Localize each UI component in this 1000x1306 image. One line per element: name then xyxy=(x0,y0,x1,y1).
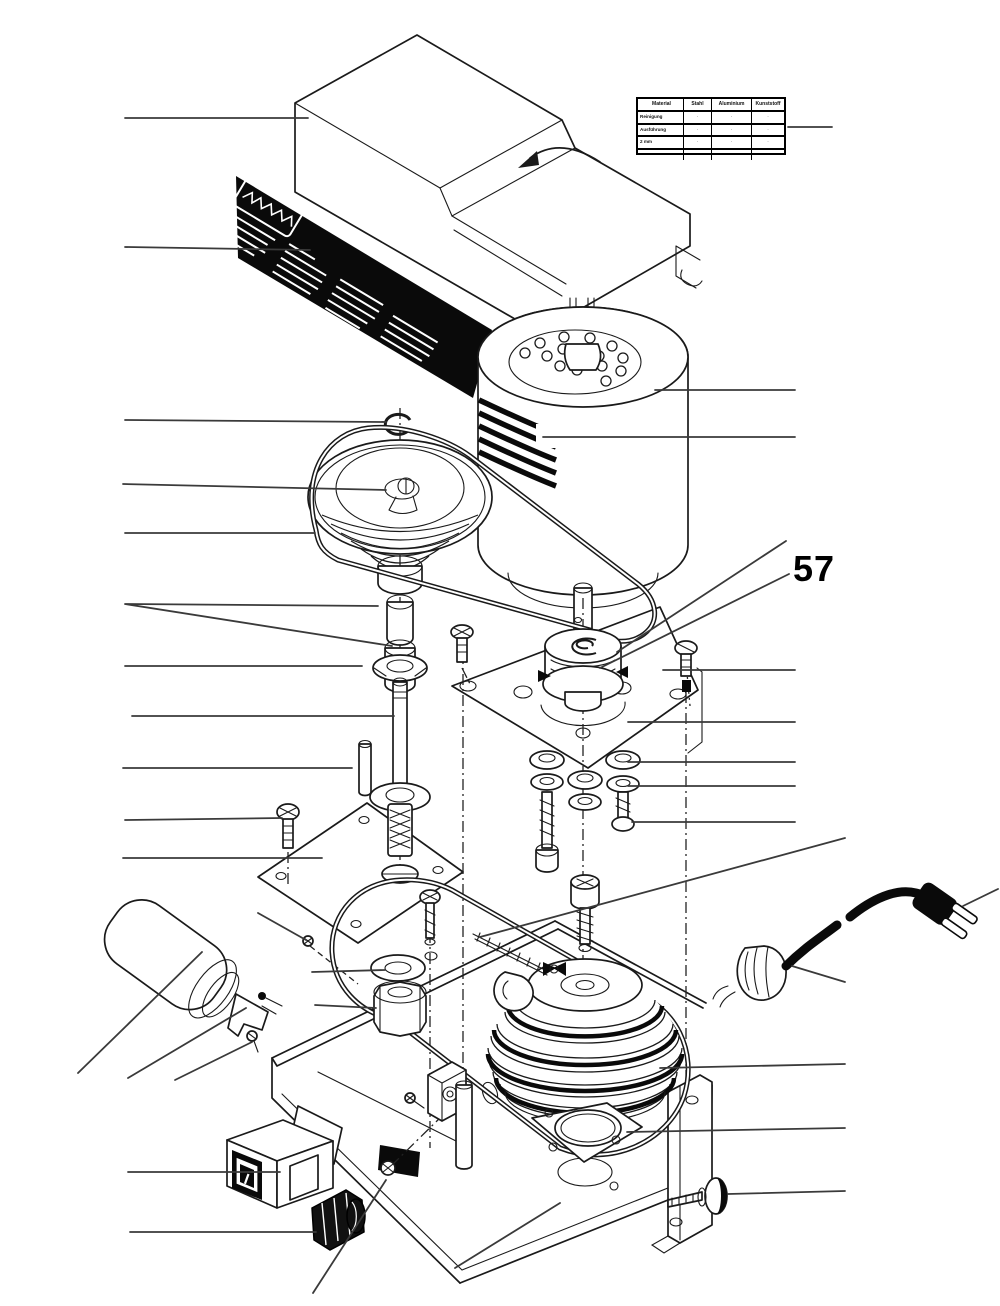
table-row: Reinigung · · · xyxy=(638,112,784,125)
drive-belt-upper xyxy=(309,424,658,644)
motor xyxy=(477,297,689,651)
wing-bolt xyxy=(543,962,566,976)
spindle-shaft xyxy=(369,677,431,884)
table-row: Ausführung · · · xyxy=(638,124,784,137)
power-cord xyxy=(712,882,978,1008)
clamp-screw xyxy=(246,1030,259,1053)
tension-screw xyxy=(570,874,600,953)
retaining-ring xyxy=(383,412,412,436)
callout-57-leader-b xyxy=(599,573,790,669)
motor-pulley xyxy=(538,628,628,712)
power-switch-marking: I xyxy=(242,1171,252,1188)
tension-rod xyxy=(472,932,548,976)
flanged-washer xyxy=(372,654,428,682)
lower-pulley xyxy=(485,958,685,1123)
set-screws xyxy=(538,666,628,682)
corner-screw-left xyxy=(450,624,474,663)
power-switch xyxy=(289,1154,319,1201)
corner-screw-right xyxy=(674,640,698,692)
shaft-boss xyxy=(563,343,602,371)
materials-table: Material Stahl Aluminium Kunststoff Rein… xyxy=(636,97,786,160)
thumb-screw xyxy=(667,1177,728,1215)
spacer-sleeve-upper xyxy=(386,594,414,646)
col-kunststoff: Kunststoff xyxy=(755,101,781,107)
pan-screw-small xyxy=(419,889,441,961)
fan-pulley xyxy=(307,439,493,595)
pulley-hub xyxy=(384,477,420,515)
col-material: Material xyxy=(638,99,684,110)
cover-removal-arrow-icon xyxy=(518,147,601,168)
rating-label xyxy=(219,176,492,398)
switch-screw xyxy=(404,1092,425,1109)
strain-relief-knob xyxy=(311,1189,366,1251)
cover-latch-clip xyxy=(675,245,703,289)
table-row: 2 mm · · · xyxy=(638,137,784,150)
washer-lower xyxy=(370,954,426,982)
screw-set-2 xyxy=(567,770,603,811)
knurled-stud xyxy=(387,803,413,857)
callout-57-leader-a xyxy=(616,540,787,653)
callout-57: 57 xyxy=(793,548,836,589)
power-entry-module xyxy=(226,1119,334,1209)
capacitor xyxy=(103,899,240,1019)
brand-logo xyxy=(232,178,304,238)
panel-screw xyxy=(380,1160,396,1176)
col-stahl: Stahl xyxy=(684,99,712,110)
col-aluminium: Aluminium xyxy=(712,99,752,110)
tension-hook xyxy=(493,971,534,1012)
capacitor-clamp xyxy=(227,992,283,1037)
cord-strain-relief xyxy=(712,945,787,1008)
cord-plug xyxy=(912,882,978,940)
standoff-post xyxy=(455,1080,473,1170)
table-row: · · xyxy=(638,149,784,160)
leader-lines xyxy=(77,117,999,1294)
pan-screw-left xyxy=(276,803,300,849)
label-text-lines xyxy=(219,212,439,367)
top-cover xyxy=(294,34,703,353)
screw-set-1 xyxy=(529,750,565,873)
hex-nut xyxy=(373,980,427,1037)
materials-table-header: Material Stahl Aluminium Kunststoff xyxy=(638,99,784,112)
capacitor-mount-screw xyxy=(302,935,314,947)
gasket-plate xyxy=(531,1102,643,1163)
dowel-pin xyxy=(358,739,372,797)
screw-set-3 xyxy=(605,750,641,832)
